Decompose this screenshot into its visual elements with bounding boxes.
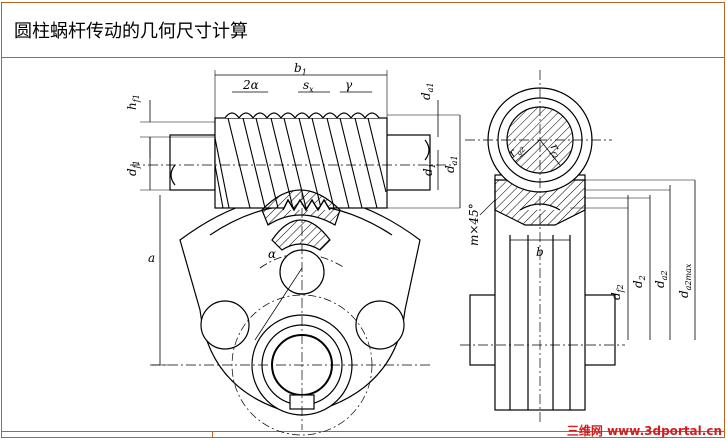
bottom-rule	[2, 431, 724, 432]
label-df2: df2	[609, 284, 625, 300]
label-da2max: da2max	[677, 263, 693, 298]
title-bar: 圆柱蜗杆传动的几何尺寸计算	[2, 3, 724, 58]
label-chamfer: m×45°	[467, 203, 481, 246]
label-b1: b1	[294, 61, 307, 77]
label-da1-top: da1	[419, 82, 435, 100]
bottom-divider	[212, 431, 213, 437]
label-d2: d2	[631, 275, 647, 288]
page-title: 圆柱蜗杆传动的几何尺寸计算	[14, 21, 248, 42]
label-2alpha: 2α	[242, 78, 259, 92]
label-hf1: hf1	[125, 94, 141, 110]
left-view	[130, 70, 461, 436]
label-da2: da2	[653, 270, 669, 288]
label-df1: df1	[125, 160, 141, 176]
worm-threads	[214, 117, 387, 209]
label-a: a	[148, 251, 155, 265]
dimension-labels: b1 2α sx γ hf1 df1 a α da1 d1 da1 rg2 rf…	[125, 61, 693, 300]
right-view	[460, 70, 696, 425]
label-da1: da1	[443, 155, 459, 173]
label-alpha: α	[268, 247, 276, 261]
label-sx: sx	[303, 78, 314, 94]
label-b: b	[536, 245, 544, 259]
watermark: 三维网 www.3dportal.cn	[566, 424, 722, 438]
label-d1: d1	[421, 163, 437, 176]
label-gamma: γ	[345, 78, 353, 92]
